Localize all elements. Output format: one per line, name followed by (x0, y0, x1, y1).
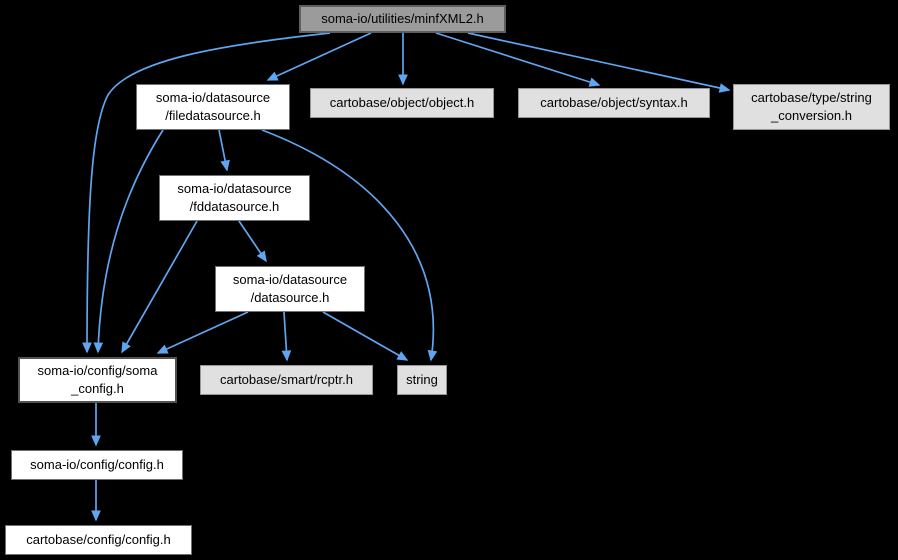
node-datasource-h[interactable]: soma-io/datasource /datasource.h (215, 266, 365, 312)
node-filedatasource-h[interactable]: soma-io/datasource /filedatasource.h (136, 84, 290, 130)
edge-datasource-string (322, 311, 409, 361)
node-syntax-h[interactable]: cartobase/object/syntax.h (518, 88, 710, 118)
node-soma-config-h[interactable]: soma-io/config/soma _config.h (18, 357, 177, 403)
edge-fddatasource-datasource (238, 220, 267, 263)
edge-datasource-rcptr (281, 311, 292, 362)
node-cartobase-config-h[interactable]: cartobase/config/config.h (5, 525, 192, 555)
edge-minfXML2-filedatasource (266, 32, 372, 81)
node-soma-io-config-h[interactable]: soma-io/config/config.h (11, 450, 183, 480)
edge-filedatasource-string (261, 129, 438, 362)
edge-minfXML2-string_conversion (467, 32, 731, 93)
edge-filedatasource-fddatasource (218, 129, 230, 172)
edge-filedatasource-soma_config (93, 129, 164, 354)
node-rcptr-h[interactable]: cartobase/smart/rcptr.h (200, 365, 373, 395)
node-minfxml2-h[interactable]: soma-io/utilities/minfXML2.h (299, 5, 506, 33)
edge-minfXML2-syntax (435, 32, 601, 87)
node-fddatasource-h[interactable]: soma-io/datasource /fddatasource.h (159, 175, 310, 221)
node-string-conversion-h[interactable]: cartobase/type/string _conversion.h (733, 84, 890, 130)
node-object-h[interactable]: cartobase/object/object.h (310, 88, 494, 118)
edge-datasource-soma_config (156, 311, 249, 354)
edge-minfXML2-soma_config (82, 32, 331, 354)
node-string[interactable]: string (397, 365, 447, 395)
edge-fddatasource-soma_config (121, 220, 198, 354)
